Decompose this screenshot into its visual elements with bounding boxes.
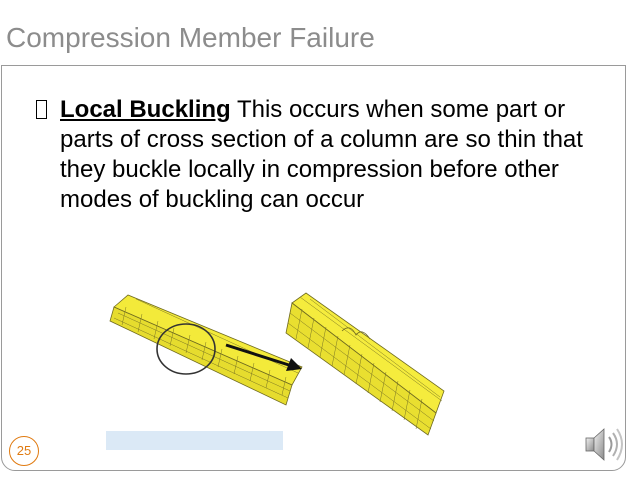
bullet-description: This occurs when some part or parts of c… (60, 96, 583, 213)
slide-frame (1, 65, 626, 471)
local-buckling-figure (109, 292, 445, 436)
slide-title: Compression Member Failure (6, 22, 375, 53)
beam-model-small (109, 294, 303, 406)
caption-bar (106, 431, 283, 450)
beam-model-large (285, 292, 445, 436)
bullet-marker-icon (36, 100, 47, 119)
bullet-term: Local Buckling (60, 96, 231, 123)
arrow-icon (225, 343, 302, 371)
page-number-badge: 25 (9, 436, 39, 466)
sound-icon[interactable] (582, 423, 626, 467)
bullet-text: Local Buckling This occurs when some par… (36, 95, 596, 215)
bullet-item: Local Buckling This occurs when some par… (36, 95, 596, 215)
